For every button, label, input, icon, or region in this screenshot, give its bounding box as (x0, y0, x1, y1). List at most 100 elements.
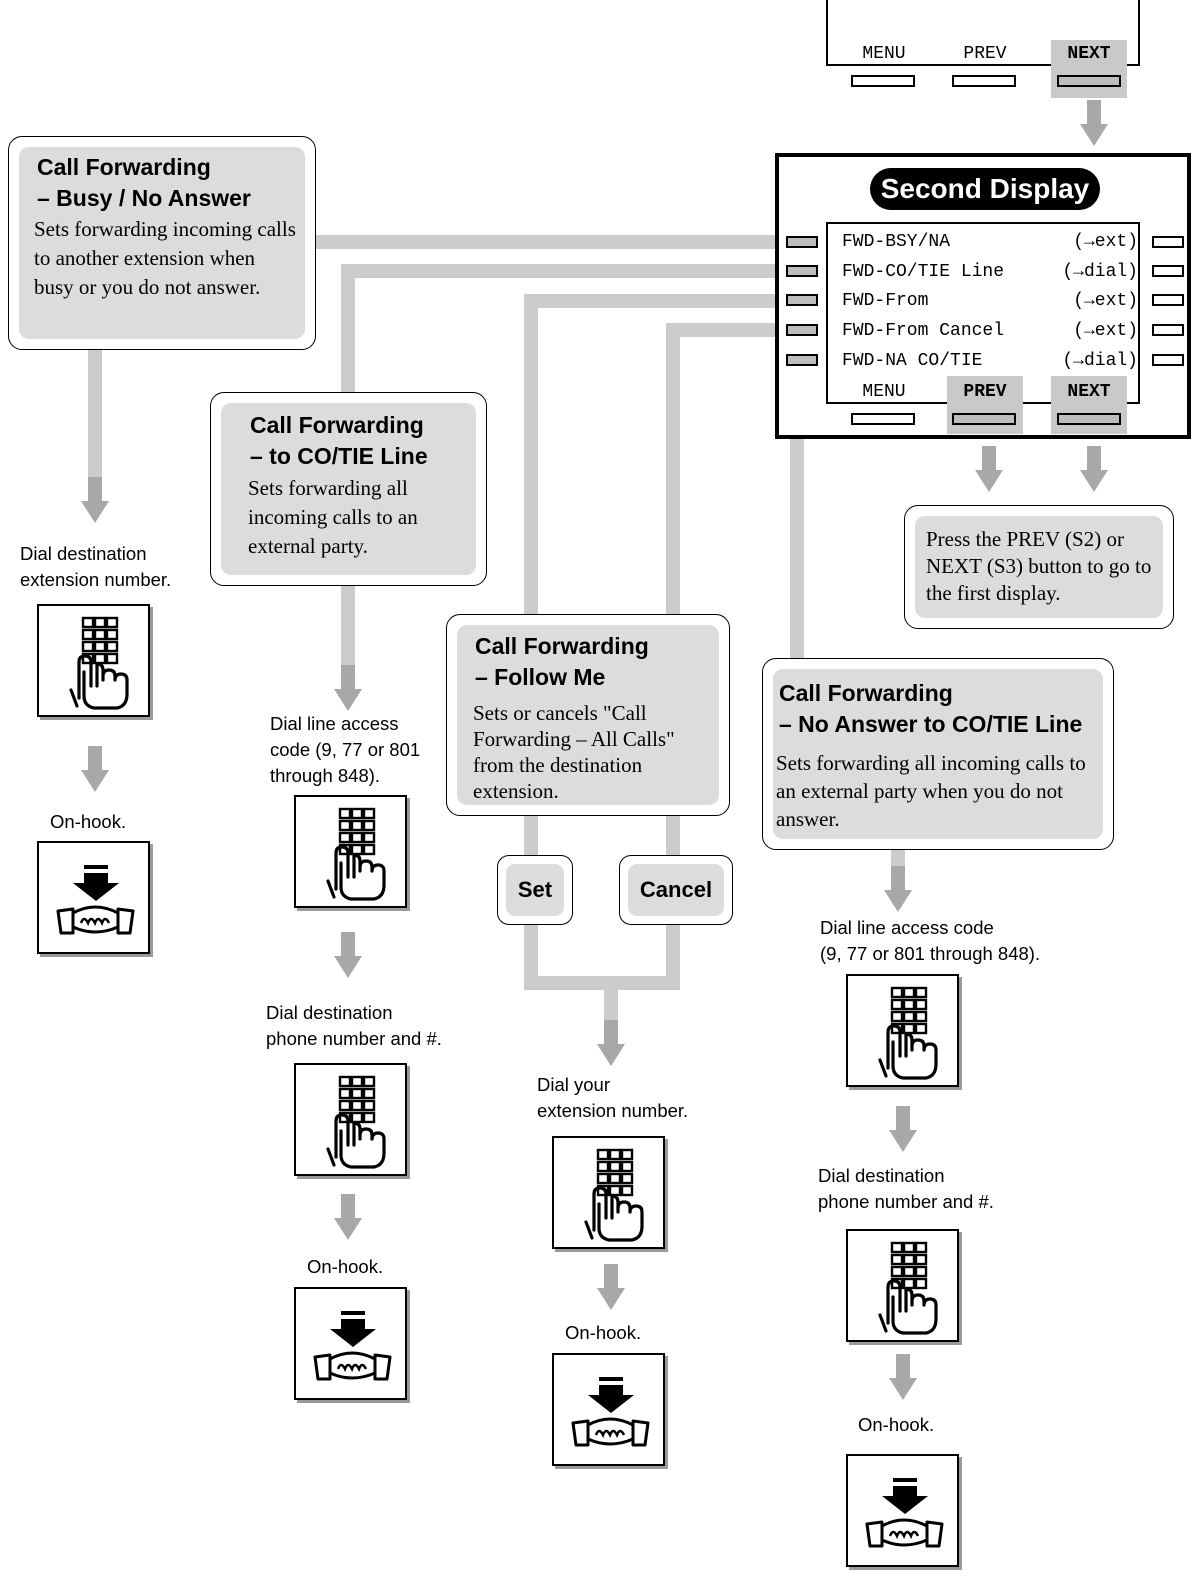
step-on-hook: On-hook. (858, 1414, 935, 1435)
flow-arrow (334, 689, 362, 711)
next-arrow (1080, 470, 1108, 492)
right-feature-key-1[interactable] (1152, 236, 1184, 248)
keypad-glyph (69, 616, 129, 710)
keypad-dial-icon (552, 1136, 665, 1249)
on-hook-glyph (865, 1478, 944, 1548)
feature-desc-co-tie-line: Sets forwarding all incoming calls to an… (248, 476, 418, 558)
flow-arrow-stem (896, 1106, 910, 1131)
softkey-prev-button-2[interactable] (952, 413, 1016, 425)
lcd-row-label: FWD-From (842, 291, 929, 311)
connector-co-tie-line (341, 264, 786, 392)
left-feature-key-1[interactable] (786, 236, 818, 248)
next-to-second-display-arrow (1080, 124, 1108, 146)
flow-arrow (334, 956, 362, 978)
lcd-row-target: (→ext) (1073, 321, 1138, 341)
right-feature-key-4[interactable] (1152, 324, 1184, 336)
step-dial-phone-number: Dial destination phone number and #. (818, 1165, 994, 1212)
lcd-row-target: (→ext) (1073, 291, 1138, 311)
lcd-row-fwd-co-tie-line: FWD-CO/TIE Line(→dial) (842, 259, 1138, 285)
left-feature-key-3[interactable] (786, 294, 818, 306)
keypad-dial-icon (37, 604, 150, 717)
feature-box-no-answer-co-tie (762, 658, 1114, 850)
on-hook-icon (846, 1454, 959, 1567)
flow-arrow-stem (891, 866, 905, 891)
on-hook-icon (294, 1287, 407, 1400)
prev-arrow-stem (982, 446, 996, 471)
flow-arrow-stem (341, 932, 355, 957)
right-feature-key-3[interactable] (1152, 294, 1184, 306)
keypad-dial-icon (846, 1229, 959, 1342)
softkey-menu-button-2[interactable] (851, 413, 915, 425)
keypad-glyph (326, 807, 386, 901)
feature-box-follow-me (446, 614, 730, 816)
second-display-lcd (826, 222, 1140, 404)
flow-arrow (81, 501, 109, 523)
softkey-next-button-2[interactable] (1057, 413, 1121, 425)
cancel-button-label: Cancel (628, 864, 724, 916)
softkey-prev-button[interactable] (952, 75, 1016, 87)
lcd-row-fwd-bsy-na: FWD-BSY/NA (→ext) (842, 229, 1138, 255)
lcd-row-target: (→ext) (1073, 232, 1138, 252)
flow-arrow-stem (604, 1264, 618, 1289)
lcd-row-fwd-from-cancel: FWD-From Cancel (→ext) (842, 318, 1138, 344)
lcd-row-label: FWD-From Cancel (842, 321, 1005, 341)
note-text: Press the PREV (S2) or NEXT (S3) button … (926, 527, 1152, 605)
flow-arrow-stem (604, 1020, 618, 1045)
step-dial-phone-number: Dial destination phone number and #. (266, 1002, 442, 1049)
set-button[interactable]: Set (497, 855, 573, 925)
left-feature-key-5[interactable] (786, 354, 818, 366)
lcd-row-target: (→dial) (1062, 262, 1138, 282)
right-feature-key-5[interactable] (1152, 354, 1184, 366)
step-dial-line-access: Dial line access code (9, 77 or 801 thro… (270, 713, 421, 786)
feature-title-no-answer-co-tie: Call Forwarding – No Answer to CO/TIE Li… (779, 680, 1083, 737)
flow-arrow-stem (88, 746, 102, 771)
flow-arrow (889, 1378, 917, 1400)
keypad-glyph (878, 986, 938, 1080)
flow-arrow (597, 1044, 625, 1066)
keypad-dial-icon (294, 1063, 407, 1176)
on-hook-icon (552, 1353, 665, 1466)
cancel-button[interactable]: Cancel (619, 855, 733, 925)
flow-arrow-stem (341, 1194, 355, 1219)
step-on-hook: On-hook. (50, 811, 127, 832)
keypad-glyph (584, 1148, 644, 1242)
step-dial-your-extension: Dial your extension number. (537, 1074, 689, 1121)
flow-arrow-stem (896, 1354, 910, 1379)
connector-fwd-from-cancel (666, 323, 786, 614)
right-feature-key-2[interactable] (1152, 265, 1184, 277)
feature-box-busy-no-answer (8, 136, 316, 350)
note-box (904, 505, 1174, 629)
softkey-menu-button[interactable] (851, 75, 915, 87)
softkey-label-menu: MENU (862, 44, 906, 64)
feature-desc-no-answer-co-tie: Sets forwarding all incoming calls to an… (776, 751, 1086, 831)
flow-arrow-stem (88, 477, 102, 502)
keypad-glyph (878, 1241, 938, 1335)
feature-desc-busy-no-answer: Sets forwarding incoming calls to anothe… (34, 217, 296, 299)
softkey-label-next: NEXT (1067, 44, 1111, 64)
flow-arrow (884, 890, 912, 912)
connector-fwd-from (524, 294, 786, 614)
feature-box-co-tie-line (210, 392, 487, 586)
lcd-row-fwd-na-co-tie: FWD-NA CO/TIE(→dial) (842, 348, 1138, 374)
lcd-row-target: (→dial) (1062, 351, 1138, 371)
keypad-glyph (326, 1075, 386, 1169)
step-dial-line-access: Dial line access code (9, 77 or 801 thro… (820, 917, 1041, 964)
next-key-highlight (1051, 40, 1127, 98)
on-hook-icon (37, 841, 150, 954)
on-hook-glyph (313, 1311, 392, 1381)
step-dial-extension: Dial destination extension number. (20, 543, 172, 590)
prev-arrow (975, 470, 1003, 492)
set-button-label: Set (506, 864, 564, 916)
left-feature-key-2[interactable] (786, 265, 818, 277)
next-to-second-display-arrow-stem (1087, 100, 1101, 125)
lcd-row-label: FWD-BSY/NA (842, 232, 951, 252)
flow-arrow (334, 1218, 362, 1240)
step-on-hook: On-hook. (307, 1256, 384, 1277)
softkey-next-button[interactable] (1057, 75, 1121, 87)
left-feature-key-4[interactable] (786, 324, 818, 336)
flow-arrow (81, 770, 109, 792)
softkey-label-menu-2: MENU (862, 382, 906, 402)
softkey-label-prev-2: PREV (963, 382, 1007, 402)
on-hook-glyph (56, 865, 135, 935)
